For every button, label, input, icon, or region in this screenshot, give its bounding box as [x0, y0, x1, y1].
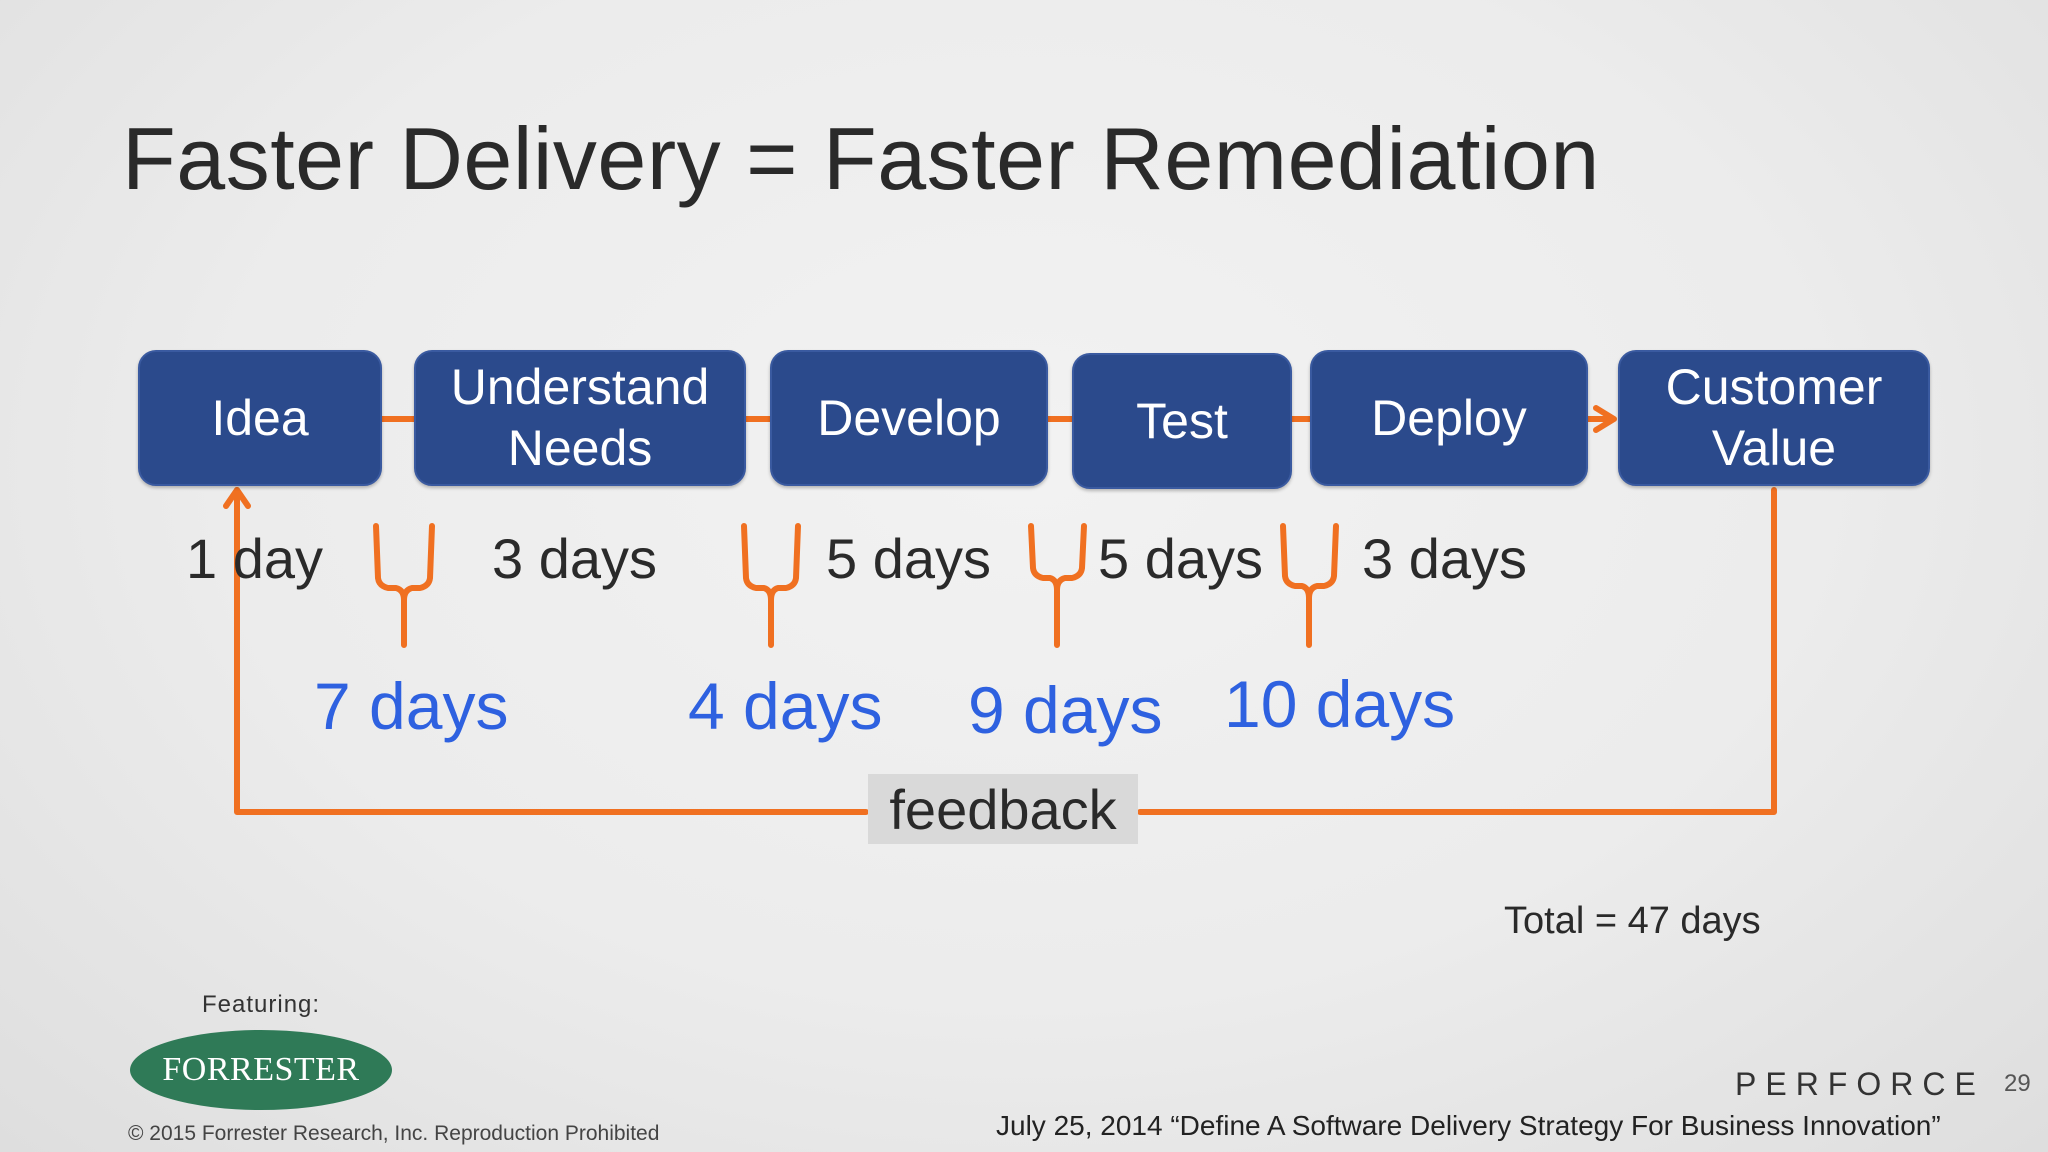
wait-time-1: 7 days: [314, 669, 509, 743]
wait-bracket-4: [1280, 523, 1339, 648]
wait-time-4: 10 days: [1224, 667, 1456, 741]
feedback-arrowhead: [223, 487, 251, 509]
duration-understand: 3 days: [492, 527, 657, 590]
stage-idea: Idea: [138, 350, 382, 486]
forrester-logo: FORRESTER: [130, 1030, 392, 1110]
perforce-logo: PERFORCE: [1735, 1066, 1985, 1102]
stage-label: Develop: [817, 389, 1001, 446]
feedback-label: feedback: [868, 774, 1138, 844]
stage-label-line2: Needs: [507, 420, 653, 476]
duration-deploy: 3 days: [1362, 527, 1527, 590]
total-days: Total = 47 days: [1504, 900, 1761, 942]
wait-time-3: 9 days: [968, 673, 1163, 747]
featuring-label: Featuring:: [202, 991, 321, 1018]
stage-develop: Develop: [770, 350, 1048, 486]
stage-label-line1: Understand: [450, 359, 710, 415]
duration-test: 5 days: [1098, 527, 1263, 590]
stage-label: Test: [1136, 392, 1228, 449]
stage-deploy: Deploy: [1310, 350, 1588, 486]
feedback-loop-left: [234, 487, 869, 815]
stage-customer-value: Customer Value: [1618, 350, 1930, 486]
slide-title: Faster Delivery = Faster Remediation: [122, 109, 1600, 208]
page-number: 29: [2004, 1070, 2031, 1097]
stage-label: Idea: [211, 389, 309, 446]
logo-text: FORRESTER: [162, 1051, 360, 1088]
duration-idea: 1 day: [186, 527, 323, 590]
feedback-loop-right: [1137, 487, 1777, 815]
stage-test: Test: [1072, 353, 1292, 489]
wait-bracket-3: [1028, 523, 1087, 648]
wait-time-2: 4 days: [688, 669, 883, 743]
duration-develop: 5 days: [826, 527, 991, 590]
stage-label: Deploy: [1371, 389, 1527, 446]
stage-understand-needs: Understand Needs: [414, 350, 746, 486]
stage-label-line1: Customer: [1665, 359, 1883, 415]
wait-bracket-1: [373, 523, 435, 648]
wait-bracket-2: [741, 523, 801, 648]
arrowhead-customer: [1593, 405, 1617, 433]
copyright: © 2015 Forrester Research, Inc. Reproduc…: [128, 1122, 660, 1145]
stage-label-line2: Value: [1711, 420, 1837, 476]
citation: July 25, 2014 “Define A Software Deliver…: [996, 1110, 1941, 1141]
